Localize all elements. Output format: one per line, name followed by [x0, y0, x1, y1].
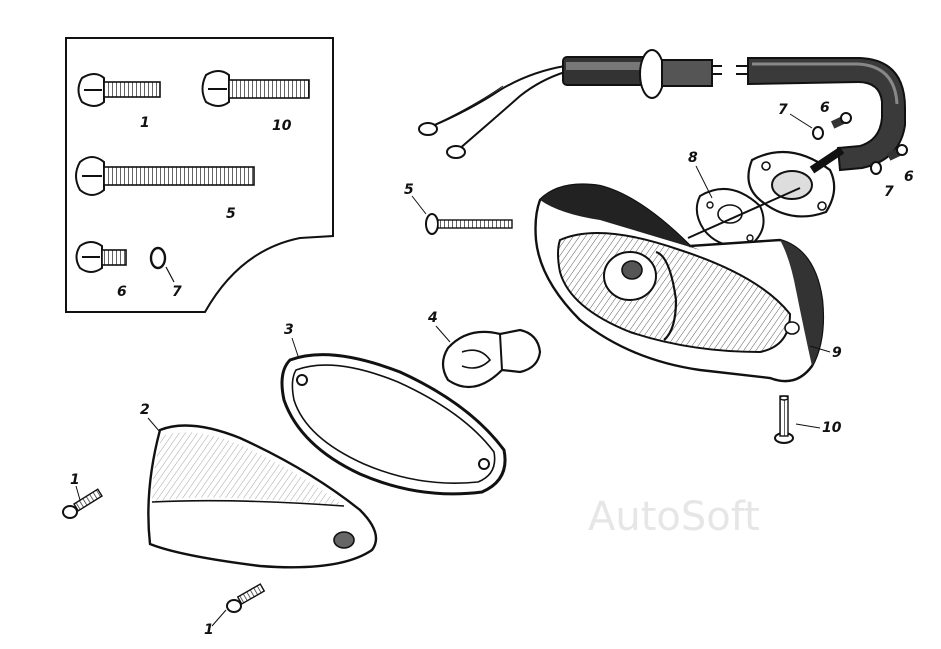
mounting-flange — [747, 146, 845, 218]
inset-washer-7 — [149, 246, 167, 270]
inset-callout-7: 7 — [172, 284, 182, 300]
callout-9: 9 — [832, 345, 842, 361]
watermark-text: AutoSoft — [588, 494, 760, 540]
screw-10 — [774, 395, 794, 444]
lamp-housing-9 — [534, 183, 825, 383]
callout-5: 5 — [404, 182, 414, 198]
inset-callout-1: 1 — [140, 115, 150, 131]
bulb-4 — [441, 328, 542, 389]
callout-6-top: 6 — [820, 100, 830, 116]
inset-screw-10 — [201, 70, 310, 107]
callout-7-top: 7 — [778, 102, 788, 118]
screw-1-left — [62, 488, 103, 519]
lens-gasket-3 — [280, 353, 507, 496]
ring-terminal-2 — [446, 145, 466, 159]
grommet — [639, 49, 665, 99]
screw-5 — [425, 213, 513, 235]
inset-screw-1 — [77, 73, 161, 107]
callout-8: 8 — [688, 150, 698, 166]
callout-1-left: 1 — [70, 472, 80, 488]
wire-harness — [418, 49, 906, 172]
inset-callout-10: 10 — [272, 118, 292, 134]
inset-callout-6: 6 — [117, 284, 127, 300]
callout-2: 2 — [140, 402, 150, 418]
inset-callout-5: 5 — [226, 206, 236, 222]
inset-screw-5 — [75, 156, 255, 196]
lens-2 — [147, 424, 378, 569]
callout-1-bottom: 1 — [204, 622, 214, 638]
inset-screw-6 — [75, 241, 127, 273]
callout-7-right: 7 — [884, 184, 894, 200]
washer-7-right — [870, 161, 882, 175]
callout-6-right: 6 — [904, 169, 914, 185]
screw-6-right — [886, 144, 908, 161]
callout-3: 3 — [284, 322, 294, 338]
screw-6-top — [830, 112, 852, 129]
callout-10: 10 — [822, 420, 842, 436]
callout-4: 4 — [427, 310, 438, 326]
screw-1-bottom — [226, 583, 266, 613]
hardware-inset-panel: 1 10 5 6 7 — [65, 37, 334, 313]
washer-7-top — [812, 126, 824, 140]
ring-terminal-1 — [418, 122, 438, 136]
